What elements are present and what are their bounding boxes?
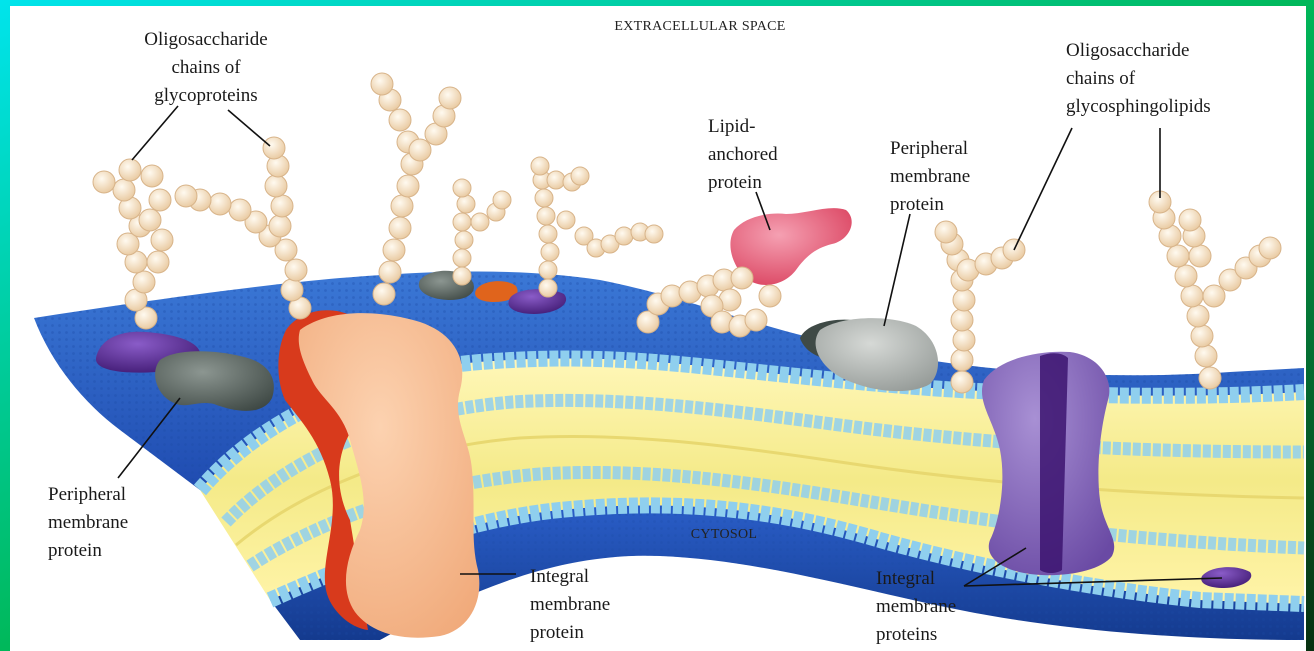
sugar-bead (1189, 245, 1211, 267)
label-line: protein (708, 172, 762, 193)
sugar-bead (379, 261, 401, 283)
sugar-bead (535, 189, 553, 207)
sugar-bead (453, 249, 471, 267)
sugar-bead (1191, 325, 1213, 347)
sugar-bead (615, 227, 633, 245)
sugar-bead (953, 289, 975, 311)
label-line: Peripheral (48, 484, 126, 505)
sugar-bead (453, 267, 471, 285)
sugar-bead (1179, 209, 1201, 231)
sugar-bead (371, 73, 393, 95)
sugar-bead (373, 283, 395, 305)
sugar-bead (439, 87, 461, 109)
sugar-bead (453, 179, 471, 197)
sugar-bead (151, 229, 173, 251)
sugar-bead (557, 211, 575, 229)
sugar-bead (455, 231, 473, 249)
sugar-bead (731, 267, 753, 289)
label-line: Integral (876, 568, 935, 589)
sugar-bead (1181, 285, 1203, 307)
label-line: membrane (48, 512, 128, 533)
sugar-bead (745, 309, 767, 331)
sugar-bead (493, 191, 511, 209)
sugar-bead (471, 213, 489, 231)
sugar-bead (175, 185, 197, 207)
label-line: chains of (1066, 68, 1136, 89)
sugar-bead (951, 371, 973, 393)
sugar-bead (457, 195, 475, 213)
sugar-bead (759, 285, 781, 307)
label-line: Peripheral (890, 138, 968, 159)
sugar-bead (229, 199, 251, 221)
sugar-bead (1199, 367, 1221, 389)
sugar-bead (119, 159, 141, 181)
sugar-bead (953, 329, 975, 351)
label-extracellular-space: EXTRACELLULAR SPACE (614, 19, 785, 34)
sugar-bead (453, 213, 471, 231)
label-line: chains of (171, 57, 241, 78)
sugar-bead (93, 171, 115, 193)
label-line: membrane (890, 166, 970, 187)
label-line: Oligosaccharide (1066, 40, 1189, 61)
label-line: Integral (530, 566, 589, 587)
sugar-bead (265, 175, 287, 197)
sugar-bead (1167, 245, 1189, 267)
sugar-bead (133, 271, 155, 293)
label-line: glycosphingolipids (1066, 96, 1211, 117)
sugar-bead (645, 225, 663, 243)
label-line: Oligosaccharide (144, 29, 267, 50)
sugar-bead (951, 309, 973, 331)
sugar-bead (271, 195, 293, 217)
sugar-bead (147, 251, 169, 273)
label-line: Lipid- (708, 116, 756, 137)
sugar-bead (539, 279, 557, 297)
sugar-bead (539, 261, 557, 279)
sugar-bead (531, 157, 549, 175)
sugar-bead (139, 209, 161, 231)
label-line: protein (530, 622, 584, 643)
sugar-bead (539, 225, 557, 243)
sugar-bead (281, 279, 303, 301)
sugar-bead (1203, 285, 1225, 307)
sugar-bead (547, 171, 565, 189)
sugar-bead (141, 165, 163, 187)
sugar-bead (537, 207, 555, 225)
label-line: membrane (530, 594, 610, 615)
label-line: anchored (708, 144, 778, 165)
sugar-bead (1195, 345, 1217, 367)
label-line: protein (48, 540, 102, 561)
sugar-bead (113, 179, 135, 201)
sugar-bead (1259, 237, 1281, 259)
sugar-bead (935, 221, 957, 243)
sugar-bead (409, 139, 431, 161)
label-line: glycoproteins (154, 85, 257, 106)
sugar-bead (285, 259, 307, 281)
sugar-bead (1175, 265, 1197, 287)
sugar-bead (263, 137, 285, 159)
sugar-bead (389, 217, 411, 239)
label-line: membrane (876, 596, 956, 617)
sugar-bead (951, 349, 973, 371)
sugar-bead (571, 167, 589, 185)
sugar-bead (1187, 305, 1209, 327)
sugar-bead (209, 193, 231, 215)
sugar-bead (269, 215, 291, 237)
sugar-bead (391, 195, 413, 217)
label-line: proteins (876, 624, 937, 645)
sugar-bead (397, 175, 419, 197)
sugar-bead (383, 239, 405, 261)
sugar-bead (541, 243, 559, 261)
label-cytosol: CYTOSOL (691, 527, 757, 542)
sugar-bead (149, 189, 171, 211)
sugar-bead (389, 109, 411, 131)
label-line: protein (890, 194, 944, 215)
